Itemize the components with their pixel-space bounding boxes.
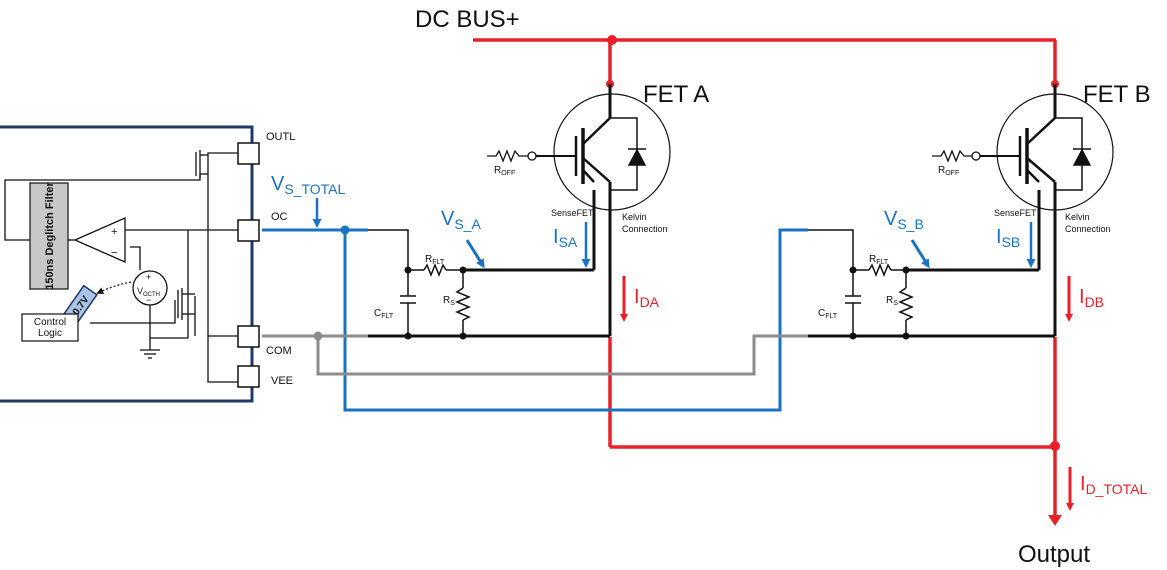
roff-b-label: ROFF [938,165,959,177]
fet-a-label: FET A [643,81,709,108]
cflt-a-label: CFLT [374,308,394,320]
vocth-minus: − [146,295,151,305]
ic-outline [0,125,254,403]
vocth-plus: + [146,272,151,282]
rs-a-label: RS [443,295,455,307]
pin-outl-label: OUTL [266,131,295,143]
fet-a-circle [553,93,671,211]
vocth-source-symbol [132,270,168,306]
control-logic-line1: Control [34,317,66,328]
sensefet-b-label: SenseFET [994,208,1037,218]
control-logic-block [21,313,79,342]
isa-label: ISA [553,226,578,250]
kelvin-b-line1: Kelvin [1065,212,1090,222]
sense-network [262,228,808,412]
com-junction [313,331,323,341]
pin-oc-pad [237,219,260,242]
cflt-b-label: CFLT [818,308,838,320]
idb-label: IDB [1079,286,1104,310]
pin-vee-label: VEE [271,375,293,387]
ground-icon [140,349,160,359]
output-arrow [1048,515,1062,526]
deglitch-filter-block [29,182,69,290]
kelvin-b-line2: Connection [1065,224,1111,234]
discharge-mosfet-symbol [177,288,195,320]
dc-bus-label: DC BUS+ [415,6,520,33]
pin-outl-pad [237,142,260,165]
output-label: Output [1018,541,1090,568]
fet-b-label: FET B [1083,81,1151,108]
comparator-minus: − [111,247,117,259]
threshold-pointer [96,281,132,294]
pin-vee-pad [237,365,260,388]
dc-bus-network [473,38,1057,515]
sensefet-a-label: SenseFET [551,208,594,218]
fet-b-symbol [932,84,1114,336]
vs-a-arrow [465,239,485,269]
bus-junction-a [607,35,617,45]
outl-mosfet-symbol [195,150,208,178]
filter-stage-b [808,229,914,336]
isb-label: ISB [996,226,1020,250]
pin-com-label: COM [266,345,292,357]
rflt-b-label: RFLT [869,254,889,266]
rs-b-label: RS [886,295,898,307]
gate-driver-ic: OUTL OC COM VEE [0,125,295,403]
filter-stage-a [368,229,471,336]
vs-b-arrow [910,239,930,269]
deglitch-filter-label: 150ns Deglitch Filter [44,181,56,289]
kelvin-a-line1: Kelvin [622,212,647,222]
id-total-label: ID_TOTAL [1080,473,1147,497]
control-logic-line2: Logic [38,328,62,339]
rflt-a-label: RFLT [425,254,445,266]
vs-b-label: VS_B [884,208,924,232]
kelvin-a-line2: Connection [622,224,668,234]
fet-a-symbol [487,84,671,336]
vs-total-label: VS_TOTAL [271,173,346,197]
pin-com-pad [237,325,260,348]
comparator-plus: + [111,226,117,238]
roff-a-label: ROFF [494,165,515,177]
vocth-label: VOCTH [137,286,160,298]
oc-junction [340,225,350,235]
vs-a-label: VS_A [441,208,481,232]
pin-oc-label: OC [271,211,288,223]
comparator-symbol [73,217,126,263]
output-junction [1050,441,1060,451]
ic-internal-wiring [4,152,238,383]
ida-label: IDA [634,286,660,310]
